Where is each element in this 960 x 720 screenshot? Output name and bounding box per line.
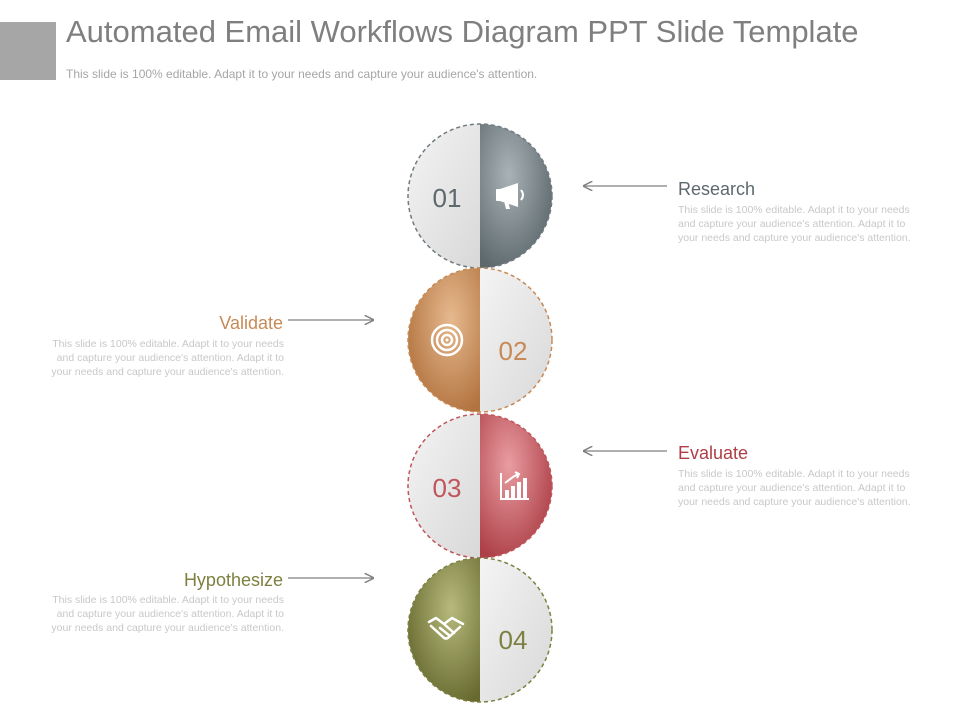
step-03-title: Evaluate xyxy=(678,443,749,463)
slide-title: Automated Email Workflows Diagram PPT Sl… xyxy=(66,14,859,49)
step-01-description: This slide is 100% editable. Adapt it to… xyxy=(678,204,911,244)
step-04-circle: 04 xyxy=(407,557,553,703)
title-accent-block xyxy=(0,22,56,80)
step-01-title: Research xyxy=(678,179,756,199)
connector-arrows xyxy=(288,186,667,578)
step-03-description: This slide is 100% editable. Adapt it to… xyxy=(678,468,911,508)
step-03-number: 03 xyxy=(433,473,462,503)
step-03-circle: 03 xyxy=(407,413,553,559)
growth-chart-icon xyxy=(500,471,529,500)
step-02-number: 02 xyxy=(499,336,528,366)
step-01-circle: 01 xyxy=(407,123,553,269)
step-04-number: 04 xyxy=(499,625,528,655)
step-04-description: This slide is 100% editable. Adapt it to… xyxy=(51,594,284,634)
step-04-title: Hypothesize xyxy=(183,570,283,590)
step-01-number: 01 xyxy=(433,183,462,213)
slide-subtitle: This slide is 100% editable. Adapt it to… xyxy=(66,67,538,81)
handshake-icon xyxy=(427,616,465,640)
step-02-title: Validate xyxy=(219,313,283,333)
step-02-circle: 02 xyxy=(407,267,553,413)
target-icon xyxy=(430,323,464,357)
step-02-description: This slide is 100% editable. Adapt it to… xyxy=(51,338,284,378)
megaphone-icon xyxy=(496,183,524,209)
